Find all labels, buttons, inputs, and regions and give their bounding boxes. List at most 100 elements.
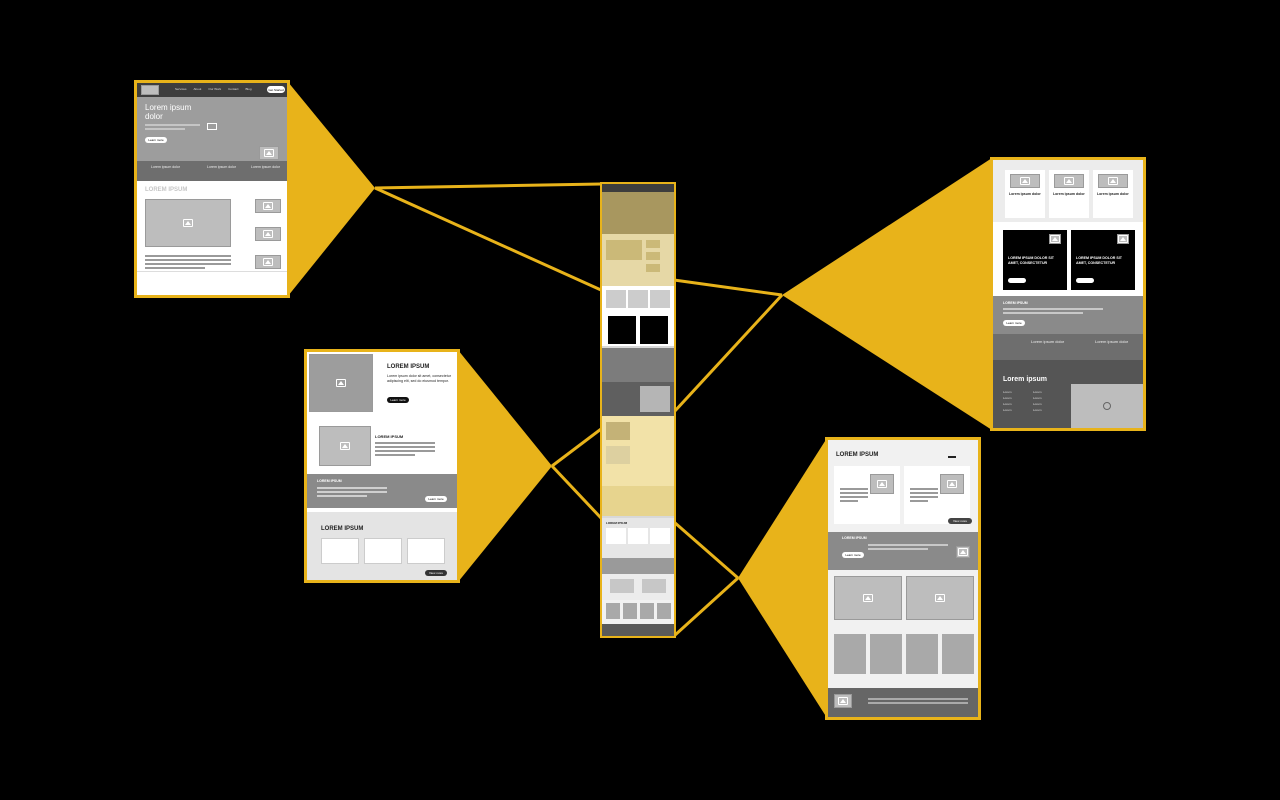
center-hero: [602, 192, 674, 234]
video-camera-icon: [207, 123, 217, 130]
wireframe-panel-right-top: Lorem ipsum dolor Lorem ipsum dolor Lore…: [990, 157, 1146, 431]
block-title: LOREM IPSUM: [387, 364, 430, 370]
band-button[interactable]: Learn more: [1003, 320, 1025, 326]
map-placeholder: [1071, 384, 1143, 428]
center-carousel: LOREM IPSUM: [602, 518, 674, 558]
image-placeholder: [319, 426, 371, 466]
thumb-placeholder: [255, 199, 281, 213]
zoom-wedge-right-top: [782, 158, 992, 430]
image-placeholder: [834, 576, 902, 620]
tile[interactable]: [906, 634, 938, 674]
band-title: LOREM IPSUM: [842, 536, 867, 540]
main-image-placeholder: [145, 199, 231, 247]
block-button[interactable]: Learn more: [387, 397, 409, 403]
nav-item[interactable]: Contact: [228, 87, 239, 91]
footer-link[interactable]: Lorem: [1003, 396, 1012, 400]
connector-line: [374, 182, 602, 190]
wireframe-panel-top-left: Services About Our Work Contact Blog Get…: [134, 80, 290, 298]
carousel-section: LOREM IPSUM View more: [307, 512, 457, 580]
center-tile-row: [602, 600, 674, 624]
center-grey-band: [602, 348, 674, 382]
strip-title: Lorem ipsum dolor: [1031, 339, 1065, 344]
strip-title: Lorem ipsum dolor: [207, 165, 236, 169]
center-title: LOREM IPSUM: [606, 521, 628, 525]
hero-button[interactable]: Learn more: [145, 137, 167, 143]
center-cards: [602, 286, 674, 316]
center-footer: [602, 624, 674, 636]
center-band: [602, 486, 674, 516]
image-placeholder: [309, 354, 373, 412]
card[interactable]: Lorem ipsum dolor: [1093, 170, 1133, 218]
nav-item[interactable]: Services: [175, 87, 187, 91]
card[interactable]: [834, 466, 900, 524]
view-more-button[interactable]: View more: [948, 518, 972, 524]
block-body: Lorem ipsum dolor sit amet, consectetur …: [387, 374, 451, 383]
connector-line: [374, 186, 602, 292]
center-footer-block: [602, 382, 674, 416]
carousel-title: LOREM IPSUM: [321, 526, 364, 532]
card[interactable]: Lorem ipsum dolor: [1005, 170, 1045, 218]
nav-item[interactable]: Blog: [245, 87, 252, 91]
dark-card[interactable]: LOREM IPSUM DOLOR SIT AMET, CONSECTETUR: [1003, 230, 1067, 290]
band-title: LOREM IPSUM: [317, 479, 342, 483]
zoom-wedge-top-left: [288, 82, 375, 296]
grey-band: LOREM IPSUM Learn more: [307, 474, 457, 508]
grey-band: LOREM IPSUM Learn more: [828, 532, 978, 570]
strip-title: Lorem ipsum dolor: [251, 165, 280, 169]
center-grey-band-2: [602, 558, 674, 574]
footer-link[interactable]: Lorem: [1003, 402, 1012, 406]
center-section: [602, 234, 674, 286]
footer-title: Lorem ipsum: [1003, 376, 1047, 383]
connector-line: [672, 293, 784, 414]
tile-row: [828, 630, 978, 682]
dark-card-text: LOREM IPSUM DOLOR SIT AMET, CONSECTETUR: [1008, 256, 1054, 265]
band-title: LOREM IPSUM: [1003, 301, 1028, 305]
footer-link[interactable]: Lorem: [1003, 390, 1012, 394]
card[interactable]: Lorem ipsum dolor: [1049, 170, 1089, 218]
connector-line: [673, 520, 739, 580]
card-title: Lorem ipsum dolor: [1097, 192, 1129, 196]
feature-strip: Lorem ipsum dolor Lorem ipsum dolor Lore…: [137, 161, 287, 181]
dark-card-row: LOREM IPSUM DOLOR SIT AMET, CONSECTETUR …: [993, 222, 1143, 296]
carousel-title: LOREM IPSUM: [836, 452, 879, 458]
image-placeholder: [906, 576, 974, 620]
view-more-button[interactable]: View more: [425, 570, 447, 576]
tile[interactable]: [942, 634, 974, 674]
tile[interactable]: [834, 634, 866, 674]
footer-link[interactable]: Lorem: [1033, 396, 1042, 400]
footer-link[interactable]: Lorem: [1033, 402, 1042, 406]
strip-title: Lorem ipsum dolor: [151, 165, 180, 169]
footer-link[interactable]: Lorem: [1003, 408, 1012, 412]
tile[interactable]: [870, 634, 902, 674]
connector-line: [673, 278, 783, 297]
band-button[interactable]: Learn more: [842, 552, 864, 558]
band-button[interactable]: Learn more: [425, 496, 447, 502]
hero-image-placeholder: [259, 146, 279, 160]
footer-link[interactable]: Lorem: [1033, 390, 1042, 394]
logo-placeholder: [141, 85, 159, 95]
thumb-placeholder: [255, 227, 281, 241]
nav-bar: Services About Our Work Contact Blog Get…: [137, 83, 287, 97]
nav-item[interactable]: Our Work: [208, 87, 222, 91]
nav-item[interactable]: About: [193, 87, 202, 91]
zoom-wedge-bottom-right: [738, 438, 827, 718]
zoom-wedge-middle-left: [458, 350, 552, 582]
dark-card[interactable]: LOREM IPSUM DOLOR SIT AMET, CONSECTETUR: [1071, 230, 1135, 290]
center-light-section: [602, 416, 674, 486]
dark-card-text: LOREM IPSUM DOLOR SIT AMET, CONSECTETUR: [1076, 256, 1122, 265]
full-page-wireframe: LOREM IPSUM: [600, 182, 676, 638]
wireframe-panel-middle-left: LOREM IPSUM Lorem ipsum dolor sit amet, …: [304, 349, 460, 583]
connector-line: [672, 576, 740, 638]
block-title: LOREM IPSUM: [375, 434, 404, 439]
card-title: Lorem ipsum dolor: [1053, 192, 1085, 196]
footer: Lorem ipsum Lorem Lorem Lorem Lorem Lore…: [993, 360, 1143, 428]
nav-cta-button[interactable]: Get Started: [267, 86, 285, 93]
footer-link[interactable]: Lorem: [1033, 408, 1042, 412]
card[interactable]: [904, 466, 970, 524]
strip-title: Lorem ipsum dolor: [1095, 339, 1129, 344]
grey-band: LOREM IPSUM Learn more: [993, 296, 1143, 334]
center-dark-cards: [602, 316, 674, 346]
hero-title: Lorem ipsum dolor: [145, 103, 192, 121]
feature-strip: Lorem ipsum dolor Lorem ipsum dolor: [993, 334, 1143, 360]
